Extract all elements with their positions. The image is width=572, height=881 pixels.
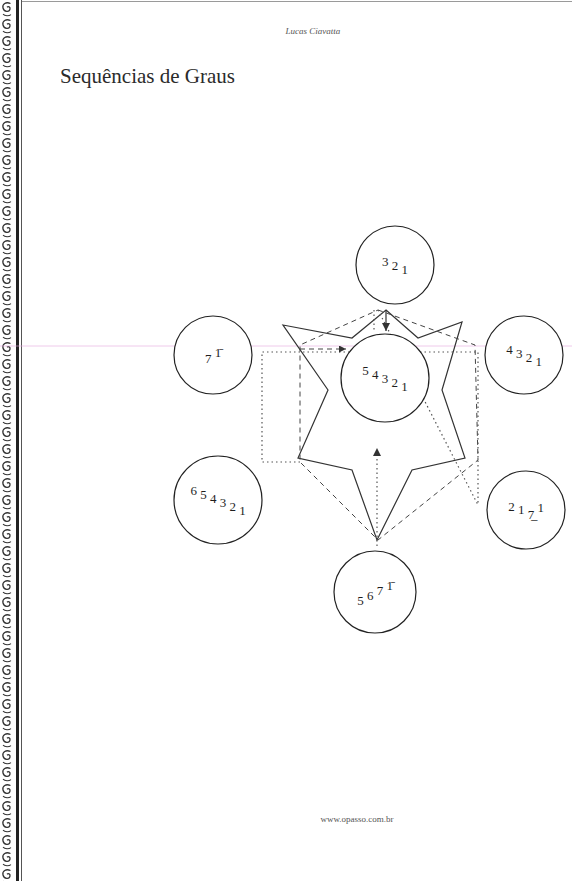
degree-number: 6 <box>367 589 377 602</box>
dashed-arrow <box>300 349 346 350</box>
degree-number: 2 <box>229 500 239 513</box>
page-edge <box>22 1 572 2</box>
degree-sequence: 3 2 1 <box>382 259 408 272</box>
circle-line <box>485 316 563 394</box>
degree-number: 3 <box>382 372 392 385</box>
degree-circle: 3 2 1 <box>355 225 435 305</box>
degree-number: 2 <box>392 376 402 389</box>
degree-number: 1 <box>402 263 409 276</box>
dotted-figure <box>373 310 374 331</box>
dotted-arrow <box>376 448 377 546</box>
degree-circle: 5 4 3 2 1 <box>340 333 430 423</box>
circle-line <box>174 456 262 544</box>
degree-number: 7 <box>205 352 215 365</box>
degree-number: 1 <box>239 504 246 517</box>
degree-number: 4 <box>210 492 220 505</box>
degree-sequence: 5 4 3 2 1 <box>362 372 408 385</box>
degree-number: 3 <box>382 255 392 268</box>
degree-number: 5 <box>357 594 367 607</box>
title-slot: Sequências de Graus <box>60 64 235 89</box>
degree-number: 3 <box>516 347 526 360</box>
degree-number: 2 <box>526 351 536 364</box>
degree-circle: 7 1̄ <box>173 315 253 395</box>
degree-number: 2 <box>392 259 402 272</box>
degree-number: 5 <box>200 488 210 501</box>
degree-circle: 5 6 7 1̄ <box>333 550 417 634</box>
degree-number: 1̄ <box>215 346 222 359</box>
degree-number: 1 <box>401 380 408 393</box>
border-rule <box>16 0 19 881</box>
degree-number: 4 <box>372 368 382 381</box>
circle-line <box>341 334 429 422</box>
degree-number: 1 <box>518 503 528 516</box>
degree-sequence: 6 5 4 3 2 1 <box>190 494 245 507</box>
label-slot: Lucas Ciavatta <box>286 26 341 36</box>
degree-number: 4 <box>506 343 516 356</box>
circle-line <box>487 471 565 549</box>
degree-number: 3 <box>220 496 230 509</box>
degree-circle: 2 1 7̲ 1 <box>486 470 566 550</box>
author-header: Lucas Ciavatta <box>286 26 341 36</box>
degree-number: 2 <box>508 500 518 513</box>
degree-sequence: 5 6 7 1̄ <box>357 586 393 599</box>
degree-sequence: 7 1̄ <box>205 349 221 362</box>
scroll-border <box>0 0 14 881</box>
circle-line <box>334 551 416 633</box>
page-title: Sequências de Graus <box>60 64 235 89</box>
degree-number: 7 <box>377 584 387 597</box>
degree-number: 1 <box>537 501 544 514</box>
degree-sequence: 2 1 7̲ 1 <box>508 504 544 517</box>
circle-line <box>174 316 252 394</box>
degree-number: 7̲ <box>528 508 538 521</box>
solid-arrow <box>385 310 386 331</box>
degree-number: 5 <box>362 364 372 377</box>
label-slot: www.opasso.com.br <box>320 814 393 824</box>
border-rule <box>21 0 22 881</box>
degree-sequence: 4 3 2 1 <box>506 349 542 362</box>
footer-url: www.opasso.com.br <box>320 814 393 824</box>
dotted-figure <box>262 352 478 505</box>
degree-circle: 6 5 4 3 2 1 <box>173 455 263 545</box>
degree-number: 1 <box>535 355 542 368</box>
hexagram-outline <box>283 310 465 540</box>
degree-circle: 4 3 2 1 <box>484 315 564 395</box>
degree-number: 6 <box>190 484 200 497</box>
dashed-figure <box>300 310 478 540</box>
degree-number: 1̄ <box>386 579 393 592</box>
circle-line <box>356 226 434 304</box>
